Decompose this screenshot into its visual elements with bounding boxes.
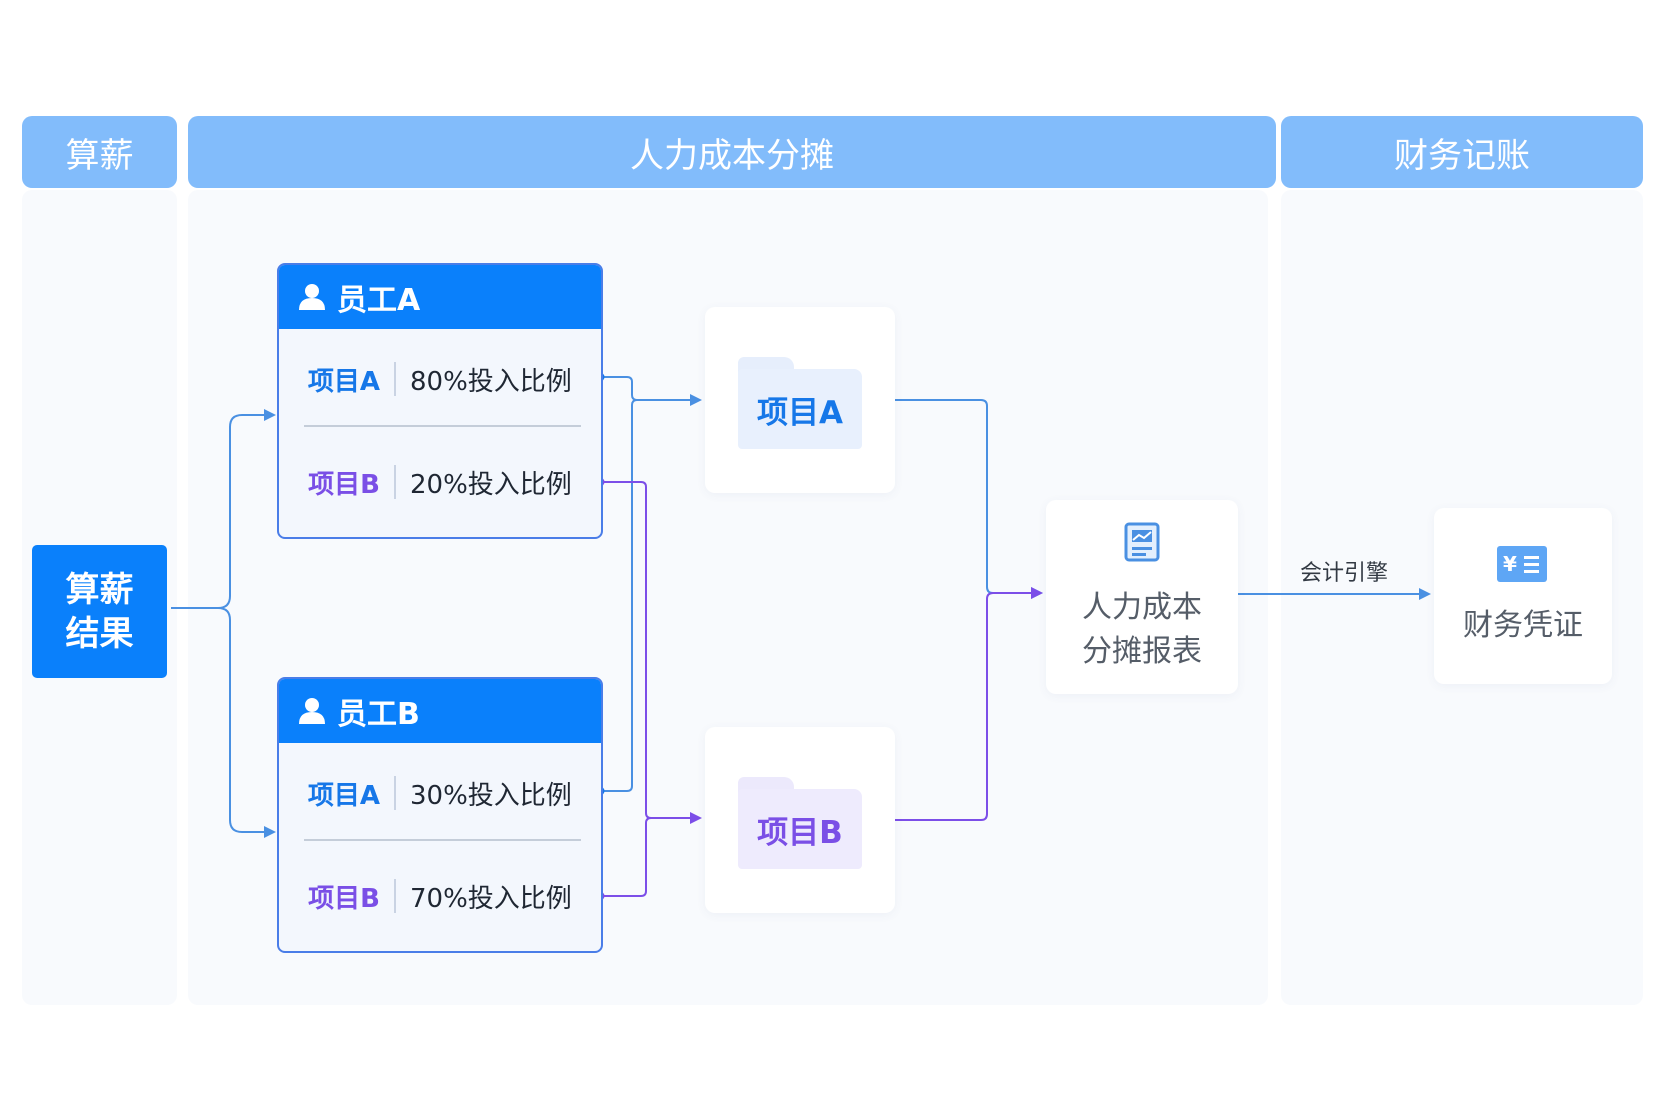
employee-card-header: 员工B bbox=[279, 679, 601, 743]
employee-name: 员工A bbox=[337, 283, 421, 318]
row-divider bbox=[304, 839, 581, 841]
lane-header-allocation: 人力成本分摊 bbox=[188, 116, 1276, 188]
report-title-line2: 分摊报表 bbox=[1082, 634, 1202, 669]
svg-text:¥: ¥ bbox=[1503, 552, 1517, 576]
voucher-title: 财务凭证 bbox=[1463, 608, 1583, 643]
line-projB-report bbox=[893, 587, 1043, 821]
allocation-row: 项目B 20%投入比例 bbox=[279, 452, 601, 512]
employee-card-header: 员工A bbox=[279, 265, 601, 329]
allocation-row: 项目B 70%投入比例 bbox=[279, 866, 601, 926]
employee-name: 员工B bbox=[337, 697, 420, 732]
allocation-ratio: 30%投入比例 bbox=[410, 780, 572, 811]
salary-result-line1: 算薪 bbox=[65, 569, 134, 610]
accounting-engine-label: 会计引擎 bbox=[1300, 561, 1389, 586]
allocation-ratio: 70%投入比例 bbox=[410, 883, 572, 914]
line-empB-projB bbox=[600, 817, 652, 897]
voucher-yen-icon: ¥ bbox=[1497, 546, 1547, 582]
allocation-ratio: 80%投入比例 bbox=[410, 366, 572, 397]
employee-card-a[interactable]: 员工A 项目A 80%投入比例 项目B 20%投入比例 bbox=[277, 263, 603, 539]
project-a-card[interactable]: 项目A bbox=[705, 307, 895, 493]
salary-result-line2: 结果 bbox=[65, 613, 134, 654]
project-b-label: 项目B bbox=[738, 789, 862, 869]
line-empB-projA bbox=[600, 399, 638, 792]
row-divider bbox=[304, 425, 581, 427]
row-separator bbox=[394, 465, 396, 499]
folder-icon: 项目B bbox=[738, 777, 862, 869]
line-result-to-employee-a bbox=[171, 409, 276, 609]
lane-header-accounting: 财务记账 bbox=[1281, 116, 1643, 188]
line-projA-report bbox=[893, 399, 1043, 599]
folder-icon: 项目A bbox=[738, 357, 862, 449]
lane-header-salary: 算薪 bbox=[22, 116, 177, 188]
line-empA-projA bbox=[600, 376, 702, 406]
project-a-label: 项目A bbox=[738, 369, 862, 449]
report-chart-icon bbox=[1124, 522, 1160, 562]
project-b-card[interactable]: 项目B bbox=[705, 727, 895, 913]
allocation-row: 项目A 30%投入比例 bbox=[279, 763, 601, 823]
salary-result-box[interactable]: 算薪 结果 bbox=[32, 545, 167, 678]
allocation-project: 项目A bbox=[307, 780, 380, 811]
user-icon bbox=[299, 284, 325, 310]
user-icon bbox=[299, 698, 325, 724]
finance-voucher-card[interactable]: ¥ 财务凭证 bbox=[1434, 508, 1612, 684]
employee-card-b[interactable]: 员工B 项目A 30%投入比例 项目B 70%投入比例 bbox=[277, 677, 603, 953]
allocation-row: 项目A 80%投入比例 bbox=[279, 349, 601, 409]
allocation-project: 项目B bbox=[308, 469, 380, 500]
line-result-to-employee-b bbox=[171, 607, 276, 838]
allocation-report-card[interactable]: 人力成本 分摊报表 bbox=[1046, 500, 1238, 694]
allocation-project: 项目A bbox=[307, 366, 380, 397]
row-separator bbox=[394, 362, 396, 396]
report-title-line1: 人力成本 bbox=[1082, 590, 1202, 625]
allocation-ratio: 20%投入比例 bbox=[410, 469, 572, 500]
row-separator bbox=[394, 776, 396, 810]
row-separator bbox=[394, 879, 396, 913]
allocation-project: 项目B bbox=[308, 883, 380, 914]
line-empA-projB bbox=[600, 481, 702, 824]
